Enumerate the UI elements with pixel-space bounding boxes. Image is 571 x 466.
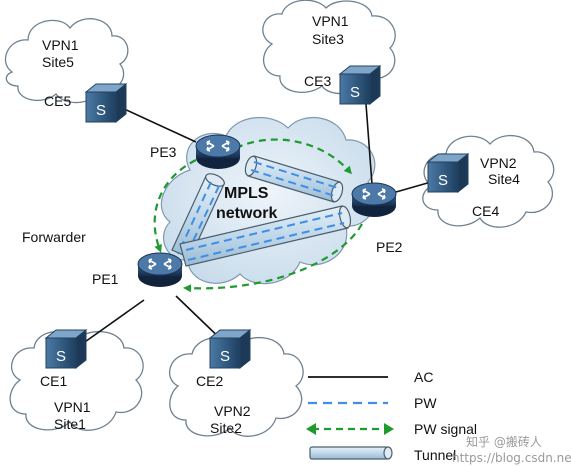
switch-glyph: S [438,172,448,189]
site5-line1: VPN1 [42,37,79,53]
forwarder-label: Forwarder [22,229,86,245]
site5-cloud [4,18,129,104]
site2-line1: VPN2 [214,403,251,419]
watermark: 知乎 @搬砖人 [466,434,542,449]
switch-glyph: S [56,348,66,365]
legend: AC PW PW signal Tunnel [306,369,477,463]
switch-ce2[interactable]: S [209,329,251,369]
switch-ce4[interactable]: S [427,153,469,193]
tunnel-pe3-pe2 [244,155,344,203]
arrow-right-icon [384,423,394,435]
pw-signal-pe3-pe1 [153,159,197,253]
site3-line2: Site3 [312,31,344,47]
ce3-label: CE3 [304,73,331,89]
router-pe1[interactable] [137,252,183,288]
pe1-label: PE1 [92,271,119,287]
ce5-label: CE5 [44,93,71,109]
site1-cloud [9,330,144,431]
router-pe2[interactable] [351,182,397,218]
ce1-label: CE1 [40,373,67,389]
legend-pw-signal-label: PW signal [414,421,477,437]
ac-link-ce5-pe3 [121,107,197,143]
site3-line1: VPN1 [312,13,349,29]
arrow-left-icon [306,423,316,435]
switch-ce3[interactable]: S [339,65,381,105]
ac-link-ce1-pe1 [81,299,145,345]
pw-signal-pe2-pe1 [183,223,363,293]
legend-pw-label: PW [414,395,437,411]
switch-glyph: S [350,84,360,101]
switch-ce5[interactable]: S [85,83,127,123]
legend-ac-label: AC [414,369,433,385]
switch-glyph: S [220,348,230,365]
site1-line2: Site1 [54,416,86,432]
switch-glyph: S [96,102,106,119]
watermark-url: https://blog.csdn.ne [452,451,571,465]
site5-line2: Site5 [42,54,74,70]
router-pe3[interactable] [195,134,241,170]
site1-line1: VPN1 [54,399,91,415]
pw-signal-pe3-pe2 [235,138,352,175]
site2-cloud [168,336,304,437]
ce2-label: CE2 [196,373,223,389]
core-label-line2: network [216,205,277,222]
site2-line2: Site2 [210,420,242,436]
pe3-label: PE3 [150,144,177,160]
tunnel-pe1-pe2 [179,205,352,267]
site4-line2: Site4 [488,171,520,187]
site4-line1: VPN2 [480,155,517,171]
ac-link-ce3-pe2 [365,103,373,185]
switch-ce1[interactable]: S [45,329,87,369]
legend-tunnel-label: Tunnel [414,447,456,463]
core-label-line1: MPLS [224,185,269,202]
pe2-label: PE2 [376,239,403,255]
ce4-label: CE4 [472,203,499,219]
legend-tunnel-sample [309,446,393,460]
